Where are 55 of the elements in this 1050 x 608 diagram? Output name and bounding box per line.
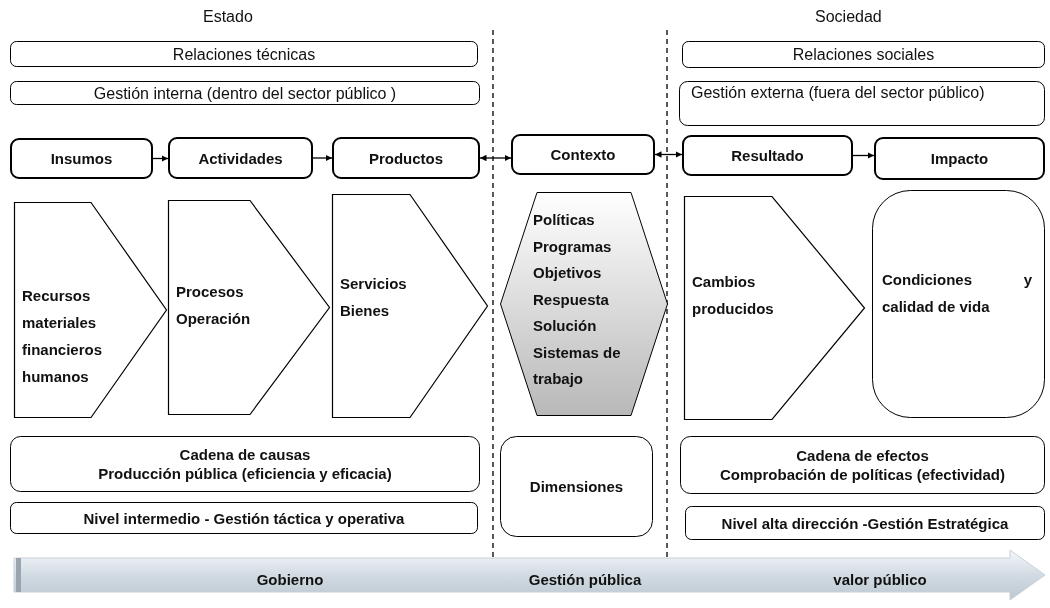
arrow bbox=[152, 155, 169, 162]
column-heading: Estado bbox=[203, 8, 253, 26]
shape-text: Cambios producidos bbox=[692, 272, 775, 319]
box-text: Comprobación de políticas (efectividad) bbox=[719, 465, 1005, 484]
rounded-box bbox=[511, 134, 655, 175]
box-text: Impacto bbox=[930, 149, 989, 168]
rounded-box bbox=[332, 137, 480, 179]
band-label: valor público bbox=[833, 570, 927, 589]
rounded-box bbox=[10, 81, 480, 105]
shape-text: Recursos materiales financieros humanos bbox=[22, 286, 104, 387]
rounded-box bbox=[10, 41, 478, 67]
arrow bbox=[312, 154, 333, 162]
arrow bbox=[479, 154, 512, 162]
box-heading: Cadena de efectos bbox=[796, 446, 929, 465]
shape-text: Condiciones y calidad de vida bbox=[882, 270, 1032, 317]
rounded-box bbox=[682, 41, 1045, 68]
box-text: Gestión externa (fuera del sector público) bbox=[691, 83, 986, 103]
box-text: Producción pública (eficiencia y eficacia) bbox=[98, 464, 392, 483]
box-text: Relaciones sociales bbox=[792, 45, 935, 64]
box-heading: Cadena de causas bbox=[179, 445, 311, 464]
arrow bbox=[654, 151, 683, 158]
rounded-box bbox=[10, 502, 478, 534]
rounded-box bbox=[168, 137, 313, 179]
rounded-box bbox=[680, 436, 1045, 494]
shape-text: Políticas Programas Objetivos Respuesta Solución Sistemas de trabajo bbox=[533, 210, 622, 389]
box-text: Gestión interna (dentro del sector público ) bbox=[93, 83, 397, 103]
rounded-box bbox=[874, 137, 1045, 180]
rounded-box bbox=[10, 436, 480, 492]
arrow-band bbox=[14, 550, 1045, 600]
box-text: Relaciones técnicas bbox=[172, 44, 316, 64]
rounded-box bbox=[500, 436, 653, 537]
rounded-box bbox=[682, 135, 853, 176]
column-heading: Sociedad bbox=[815, 8, 882, 26]
chevron-shape bbox=[14, 202, 167, 418]
hexagon-shape bbox=[500, 192, 668, 416]
rounded-box bbox=[872, 190, 1045, 418]
chevron-shape bbox=[168, 200, 330, 415]
arrow bbox=[852, 152, 875, 159]
box-text: Resultado bbox=[731, 146, 804, 165]
box-text: Insumos bbox=[50, 149, 113, 168]
band-label: Gobierno bbox=[256, 570, 324, 589]
band-label: Gestión pública bbox=[528, 570, 642, 589]
shape-text: Procesos Operación bbox=[176, 282, 252, 329]
chevron-shape bbox=[332, 194, 488, 418]
chevron-shape bbox=[684, 196, 865, 420]
rounded-box bbox=[685, 506, 1045, 540]
box-text: Productos bbox=[368, 148, 444, 168]
rounded-box bbox=[679, 81, 1045, 126]
shape-text: Servicios Bienes bbox=[340, 274, 408, 321]
rounded-box bbox=[10, 138, 153, 179]
box-text: Nivel intermedio - Gestión táctica y operativa bbox=[83, 508, 405, 528]
box-text: Contexto bbox=[550, 145, 616, 164]
box-text: Nivel alta dirección -Gestión Estratégica bbox=[721, 513, 1009, 533]
box-text: Dimensiones bbox=[529, 477, 624, 496]
box-text: Actividades bbox=[198, 148, 283, 168]
